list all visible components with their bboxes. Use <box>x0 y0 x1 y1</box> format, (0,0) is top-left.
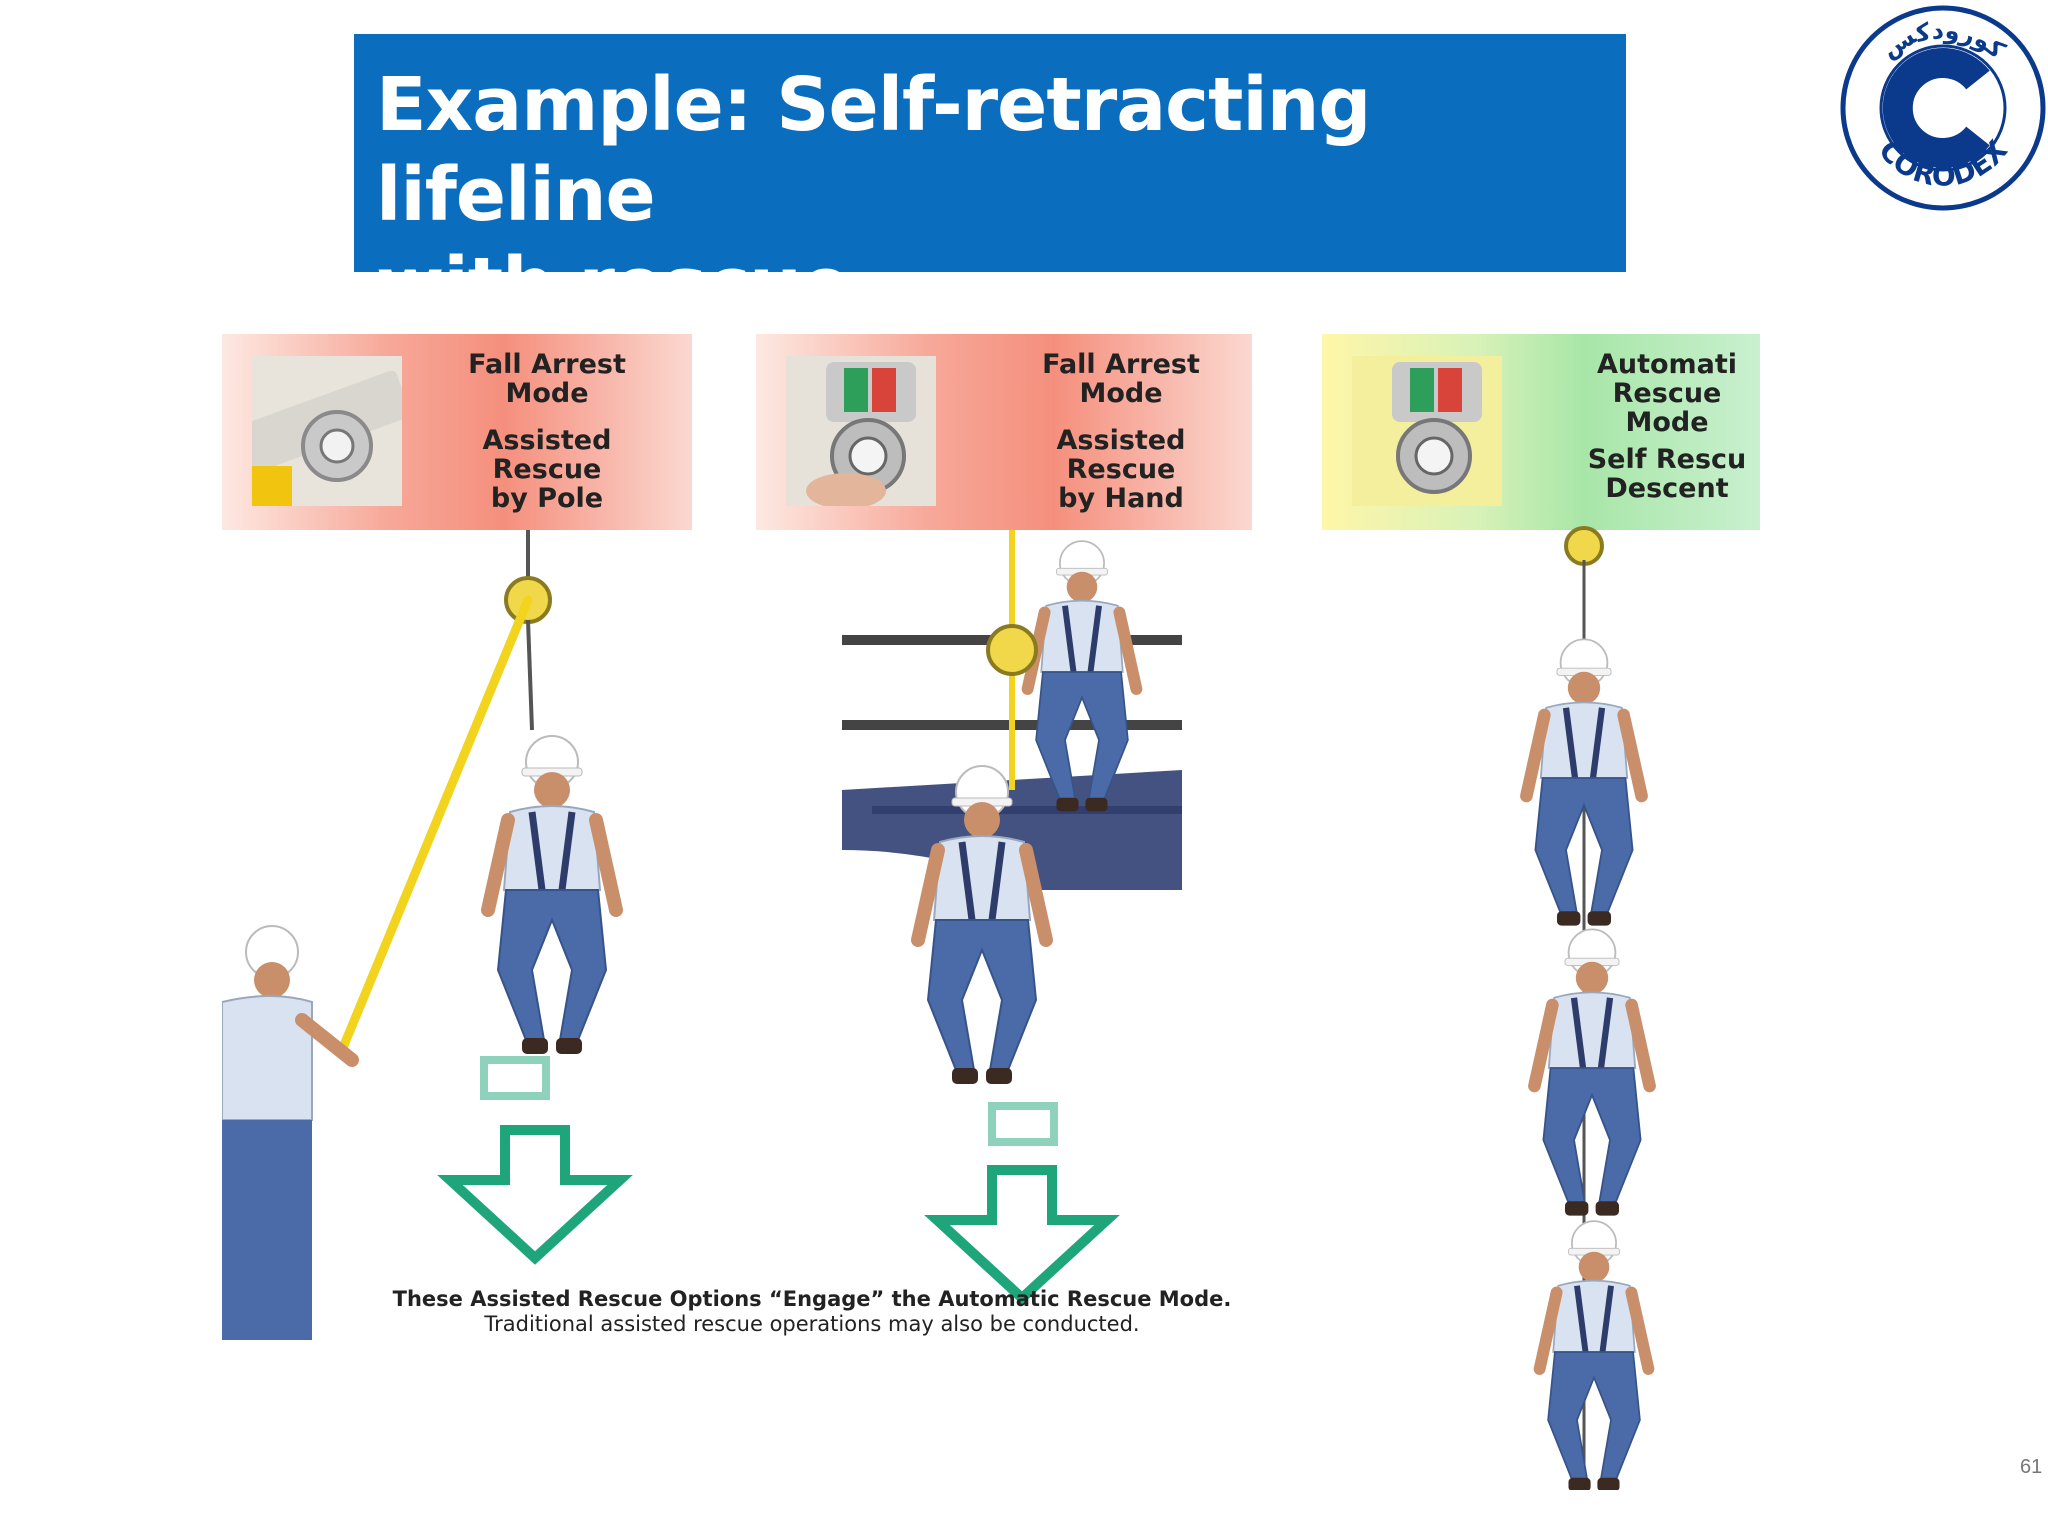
panel1-method: by Pole <box>490 483 604 514</box>
panel2-mode: Fall Arrest <box>1042 349 1200 380</box>
panel-automatic-rescue: Automati Rescue Mode Self Rescu Descent <box>1322 334 1760 530</box>
panel3-mode-word: Rescue <box>1612 378 1722 409</box>
corodex-logo: كورودكس CORODEX <box>1838 0 2048 215</box>
title-line-1: Example: Self-retracting lifeline <box>376 62 1371 238</box>
panel2-mode-word: Mode <box>1079 378 1163 409</box>
srl-device-icon <box>786 356 936 506</box>
scene-pole-rescue <box>222 530 620 1340</box>
scene-automatic-descent <box>1526 526 1649 1490</box>
panel2-rescue: Assisted <box>1056 425 1186 456</box>
figure-caption: These Assisted Rescue Options “Engage” t… <box>222 1286 1402 1336</box>
panel-hand-rescue: Fall Arrest Mode Assisted Rescue by Hand <box>756 334 1252 530</box>
panel1-rescue: Assisted <box>482 425 612 456</box>
panel-pole-rescue: Fall Arrest Mode Assisted Rescue by Pole <box>222 334 692 530</box>
panel3-method: Descent <box>1605 473 1729 504</box>
panel1-mode: Fall Arrest <box>468 349 626 380</box>
panel3-rescue2: Self Rescu <box>1587 444 1747 475</box>
title-banner: Example: Self-retracting lifeline with r… <box>354 34 1626 328</box>
srl-device-icon <box>1352 356 1502 506</box>
workers-scene <box>222 526 1760 1490</box>
panel3-rescue: Mode <box>1625 407 1709 438</box>
panel3-mode: Automati <box>1596 349 1738 380</box>
title-line-2: with rescue <box>376 242 851 328</box>
rescue-illustration: Fall Arrest Mode Assisted Rescue by Pole… <box>222 330 1760 1490</box>
page-number: 61 <box>2020 1456 2043 1478</box>
panel1-mode-word: Mode <box>505 378 589 409</box>
panel2-method: by Hand <box>1058 483 1184 514</box>
panel2-rescue2: Rescue <box>1066 454 1176 485</box>
caption-line-2: Traditional assisted rescue operations m… <box>484 1312 1140 1336</box>
panel1-rescue2: Rescue <box>492 454 602 485</box>
caption-line-1: These Assisted Rescue Options “Engage” t… <box>392 1287 1232 1311</box>
scene-hand-rescue <box>842 530 1182 1298</box>
srl-device-icon <box>252 356 402 506</box>
